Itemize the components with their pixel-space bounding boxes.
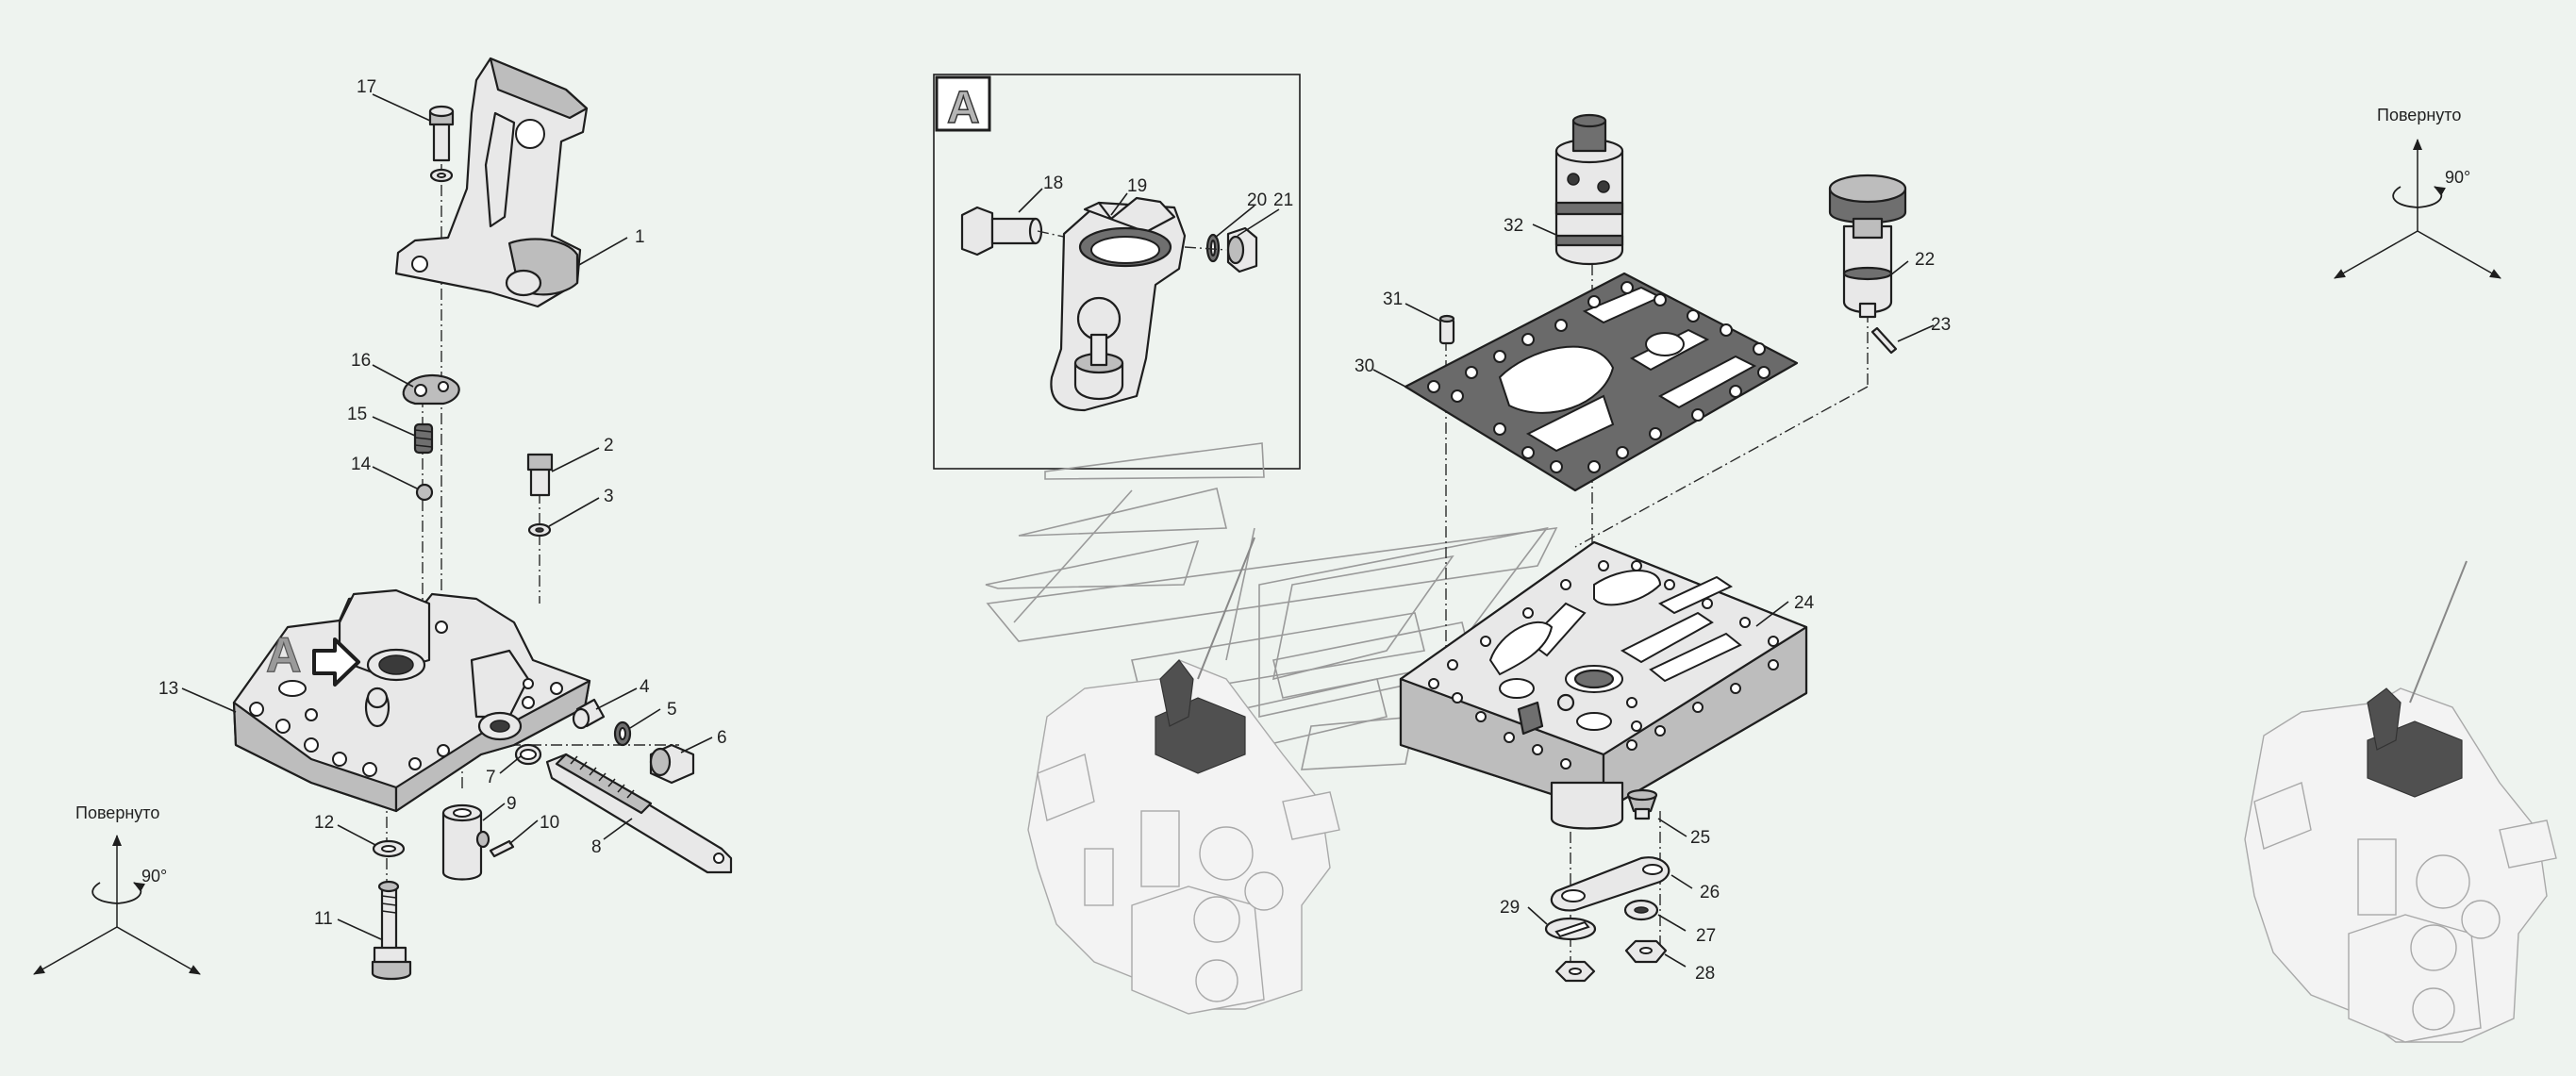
callout-14: 14: [351, 455, 372, 474]
callout-26: 26: [1700, 883, 1720, 902]
part-23-pin: [1870, 326, 1898, 355]
part-29-lock-plate: [1544, 917, 1597, 941]
callout-2: 2: [604, 436, 614, 455]
callout-30: 30: [1354, 356, 1374, 376]
callout-27: 27: [1696, 926, 1716, 946]
body-a-marker-letter: A: [266, 628, 302, 683]
part-1-bracket: [394, 57, 589, 308]
callout-7: 7: [486, 768, 496, 787]
part-13-valve-body: [232, 588, 591, 813]
callout-25: 25: [1690, 828, 1710, 848]
part-28-nut-lower: [1554, 960, 1596, 983]
part-27-washer: [1623, 899, 1659, 921]
rotation-indicator-right: Повернуто 90°: [2334, 106, 2501, 279]
callout-15: 15: [347, 405, 367, 424]
callout-9: 9: [507, 794, 517, 814]
part-11-shaft: [371, 880, 412, 981]
part-5-seal: [613, 720, 632, 747]
part-4-pin: [572, 698, 606, 730]
callout-21: 21: [1273, 190, 1293, 210]
body-a-marker: A: [265, 627, 360, 687]
part-18-bolt: [960, 206, 1043, 257]
rotation-caption-left: Повернуто: [75, 803, 159, 822]
part-28-nut: [1624, 939, 1668, 964]
part-3-washer: [527, 522, 552, 538]
callout-4: 4: [640, 677, 650, 697]
callout-1: 1: [635, 227, 645, 247]
rotation-angle-right: 90°: [2445, 168, 2470, 187]
rotation-indicator-left: Повернуто 90°: [33, 803, 201, 975]
part-15-spring: [413, 422, 434, 455]
direction-arrow-icon: [312, 637, 360, 687]
callout-24: 24: [1794, 593, 1815, 613]
callout-20: 20: [1247, 190, 1267, 210]
part-14-ball: [415, 483, 434, 502]
center-right-assembly: [1399, 113, 1907, 983]
part-21-nut: [1226, 226, 1258, 273]
detail-a-letter: A: [947, 83, 980, 133]
part-6-plug: [649, 743, 695, 785]
part-32-valve-cartridge: [1554, 113, 1624, 265]
callout-29: 29: [1500, 898, 1520, 918]
leader-lines: [181, 93, 1935, 968]
part-2-bolt: [526, 453, 554, 497]
part-22-valve: [1828, 174, 1907, 319]
callout-11: 11: [314, 909, 333, 929]
detail-a-inset: A: [933, 74, 1301, 470]
callout-19: 19: [1127, 176, 1147, 196]
callout-12: 12: [314, 813, 334, 833]
part-8-shaft: [545, 753, 733, 874]
left-assembly: A: [33, 57, 733, 981]
callout-22: 22: [1915, 250, 1935, 270]
part-25-plug: [1626, 788, 1658, 820]
callout-31: 31: [1383, 290, 1403, 309]
right-ghost-transmission: [2244, 560, 2557, 1043]
part-30-gasket: [1404, 272, 1799, 492]
callout-10: 10: [540, 813, 559, 833]
part-31-pin: [1438, 314, 1455, 345]
callout-32: 32: [1504, 216, 1523, 236]
callout-23: 23: [1931, 315, 1951, 335]
part-26-lock-plate: [1550, 856, 1670, 912]
rotation-caption-right: Повернуто: [2377, 106, 2461, 124]
rotation-angle-left: 90°: [141, 867, 167, 886]
part-24-valve-plate: [1399, 540, 1808, 830]
part-9-bushing: [441, 803, 490, 881]
part-20-ring: [1205, 233, 1221, 263]
callout-18: 18: [1043, 174, 1063, 193]
part-19-lever: [1050, 196, 1187, 412]
part-17-bolt: [428, 105, 455, 162]
part-10-pin: [489, 839, 515, 858]
part-12-washer: [372, 839, 406, 858]
callout-labels: 17 1 16 15 14 2 3 13 4 5 6 7 9 10 8 12 1…: [158, 77, 1951, 984]
part-7-oring: [514, 743, 542, 766]
center-ghost-transmission: [985, 442, 1558, 1015]
callout-8: 8: [591, 837, 602, 857]
part-16-gasket: [402, 374, 460, 406]
callout-3: 3: [604, 487, 614, 506]
callout-13: 13: [158, 679, 178, 699]
callout-17: 17: [357, 77, 376, 97]
callout-16: 16: [351, 351, 371, 371]
callout-28: 28: [1695, 964, 1715, 984]
callout-6: 6: [717, 728, 727, 748]
callout-5: 5: [667, 700, 677, 720]
